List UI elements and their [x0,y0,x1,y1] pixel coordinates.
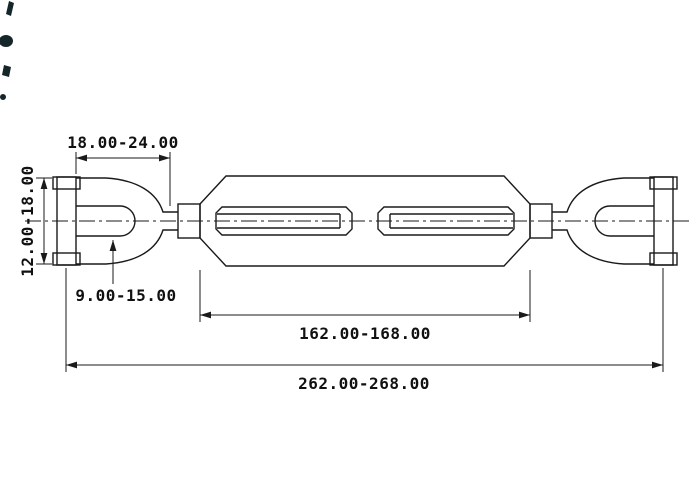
left-jaw [76,177,178,265]
right-screw [389,213,513,229]
dim-label-overall-length: 262.00-268.00 [298,374,430,393]
left-jaw-outer-bottom [76,229,178,265]
dimension-pin-diameter: 9.00-15.00 [75,240,176,305]
right-pin [649,176,678,266]
left-pin-top-cap [52,176,81,190]
dimension-jaw-inside-width: 12.00-18.00 [18,165,52,277]
right-jaw-outer-bottom [552,229,654,265]
left-jaw-slot [76,205,136,237]
right-window [377,206,515,236]
dim-label-jaw-opening: 18.00-24.00 [67,133,178,152]
left-pin-bottom-cap [52,252,81,266]
scan-artifacts [0,1,14,100]
left-pin [52,176,81,266]
left-jaw-outer-top [76,177,178,213]
dimension-jaw-opening: 18.00-24.00 [67,133,178,206]
right-jaw-slot [594,205,654,237]
right-jaw-outer-top [552,177,654,213]
right-jaw [552,177,654,265]
dim-label-jaw-inside-width: 12.00-18.00 [18,165,37,276]
dim-label-body-length: 162.00-168.00 [299,324,431,343]
right-pin-top-cap [649,176,678,190]
dimension-body-length: 162.00-168.00 [199,270,531,343]
right-pin-bottom-cap [649,252,678,266]
left-screw [217,213,341,229]
left-window [215,206,353,236]
right-end-collar [529,203,553,239]
dim-label-pin-diameter: 9.00-15.00 [75,286,176,305]
dimension-overall-length: 262.00-268.00 [65,268,664,393]
